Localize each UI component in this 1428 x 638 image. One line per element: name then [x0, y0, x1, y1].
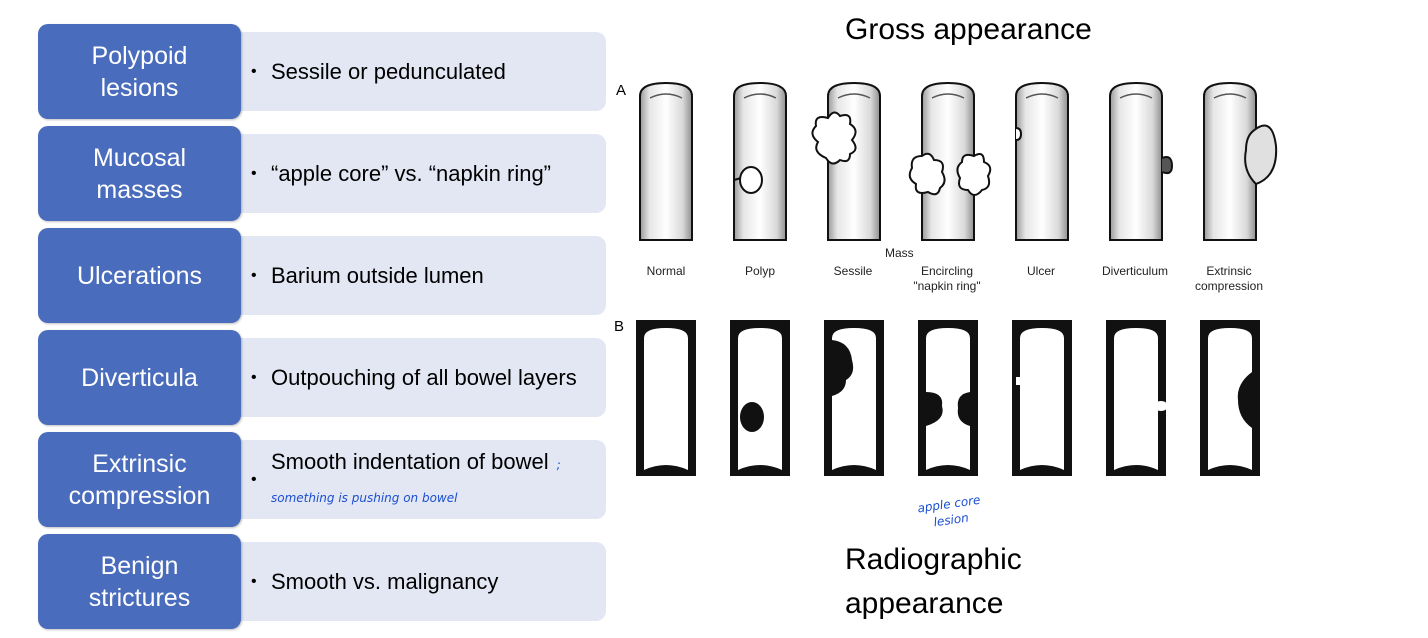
column-label-ulcer: Ulcer [1026, 264, 1055, 278]
description-text: “apple core” vs. “napkin ring” [271, 161, 552, 186]
radiograph-sessile [824, 320, 884, 476]
handwritten-note: ; something is pushing on bowel [271, 457, 561, 505]
radiograph-polyp [730, 320, 790, 476]
label-line: Extrinsic [92, 449, 187, 478]
lesion-label: Benign strictures [38, 534, 241, 629]
label-line: Polypoid [91, 41, 188, 70]
column-label-diverticulum: Diverticulum [1101, 264, 1168, 278]
lesion-description: • Sessile or pedunculated [237, 32, 606, 111]
column-label-sessile: Sessile [833, 264, 873, 278]
tube-sessile [811, 81, 881, 241]
lesion-row: Benign strictures • Smooth vs. malignanc… [38, 534, 608, 629]
label-line: Benign [100, 551, 179, 580]
bullet-icon: • [251, 165, 257, 182]
radiographic-appearance-title: Radiographic appearance [845, 543, 1022, 620]
lesion-label: Extrinsic compression [38, 432, 241, 527]
radiograph-normal [636, 320, 696, 476]
tube-diverticulum [1109, 81, 1174, 241]
description-text: Sessile or pedunculated [271, 59, 506, 84]
lesion-description: • Barium outside lumen [237, 236, 606, 315]
row-a-letter: A [616, 82, 627, 99]
tube-ulcer [1015, 81, 1069, 241]
description-text: Smooth vs. malignancy [271, 569, 499, 594]
bullet-icon: • [251, 471, 257, 488]
column-label-normal: Normal [646, 264, 686, 278]
lesion-description: • “apple core” vs. “napkin ring” [237, 134, 606, 213]
description-text: Outpouching of all bowel layers [271, 365, 577, 390]
label-line: Ulcerations [76, 261, 203, 290]
tube-encircling [908, 81, 992, 241]
bullet-icon: • [251, 267, 257, 284]
label-line: compression [68, 481, 211, 510]
lesion-description: • Smooth vs. malignancy [237, 542, 606, 621]
label-line: masses [96, 175, 183, 204]
tube-extrinsic [1203, 81, 1278, 241]
description-text: Barium outside lumen [271, 263, 484, 288]
radiograph-diverticulum [1106, 320, 1168, 476]
radiograph-ulcer [1012, 320, 1072, 476]
lesion-row: Ulcerations • Barium outside lumen [38, 228, 608, 323]
lesion-row: Mucosal masses • “apple core” vs. “napki… [38, 126, 608, 221]
tube-normal [639, 81, 693, 241]
mass-label: Mass [885, 246, 914, 260]
row-b-letter: B [614, 318, 625, 335]
lesion-row: Diverticula • Outpouching of all bowel l… [38, 330, 608, 425]
description-main: Smooth indentation of bowel [271, 448, 549, 474]
lesion-label: Diverticula [38, 330, 241, 425]
lesion-label: Mucosal masses [38, 126, 241, 221]
lesion-description: • Smooth indentation of bowel; something… [237, 440, 606, 519]
bullet-icon: • [251, 63, 257, 80]
lesion-row: Polypoid lesions • Sessile or pedunculat… [38, 24, 608, 119]
column-label-encircling: Encircling"napkin ring" [913, 264, 981, 293]
bullet-icon: • [251, 573, 257, 590]
radiograph-encircling [918, 320, 978, 476]
lesion-row: Extrinsic compression • Smooth indentati… [38, 432, 608, 527]
label-line: lesions [100, 73, 179, 102]
label-line: strictures [88, 583, 191, 612]
tube-polyp [733, 81, 787, 241]
label-line: Diverticula [81, 363, 198, 392]
label-line: Mucosal [92, 143, 187, 172]
column-label-polyp: Polyp [744, 264, 776, 278]
gross-appearance-title: Gross appearance [845, 13, 1092, 46]
radiograph-extrinsic [1200, 320, 1260, 476]
description-text: Smooth indentation of bowel; something i… [271, 447, 586, 513]
bullet-icon: • [251, 369, 257, 386]
lesion-label: Ulcerations [38, 228, 241, 323]
lesion-description: • Outpouching of all bowel layers [237, 338, 606, 417]
lesion-label: Polypoid lesions [38, 24, 241, 119]
